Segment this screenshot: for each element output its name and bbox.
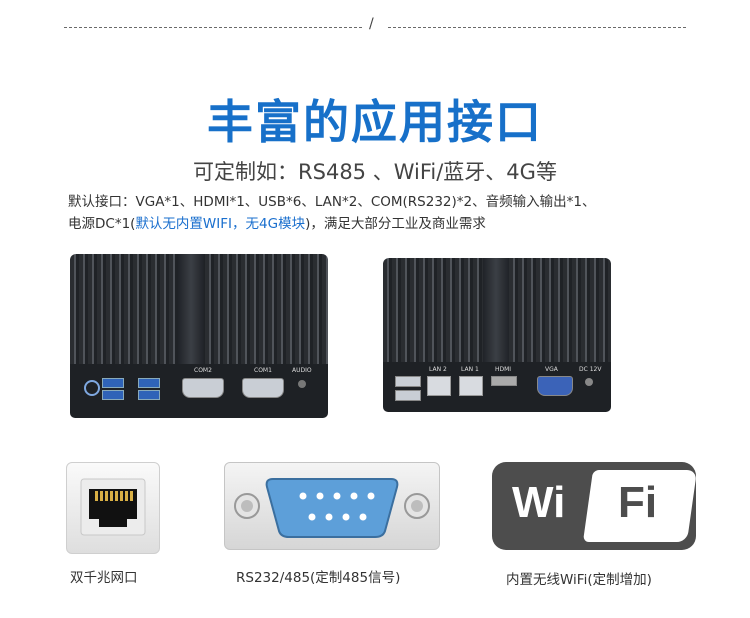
caption-ethernet: 双千兆网口: [70, 570, 138, 586]
description-prefix: 电源DC*1(: [68, 216, 136, 232]
top-divider-left: [64, 27, 362, 28]
caption-serial: RS232/485(定制485信号): [236, 570, 401, 586]
usb-port: [395, 390, 421, 401]
description-line-1: 默认接口：VGA*1、HDMI*1、USB*6、LAN*2、COM(RS232)…: [68, 194, 596, 210]
lan1-label: LAN 1: [461, 366, 479, 373]
com2-serial-port: [182, 378, 224, 398]
hdmi-port: [491, 376, 517, 386]
vga-label: VGA: [545, 366, 558, 373]
usb-port: [138, 378, 160, 388]
heatsink-center-ridge: [178, 254, 204, 364]
dc-jack-icon: [585, 378, 593, 386]
mini-pc-front-left: COM2 COM1 AUDIO: [70, 254, 328, 418]
lan2-port: [427, 376, 451, 396]
wifi-logo-wi: Wi: [512, 478, 566, 527]
front-panel: LAN 2 LAN 1 HDMI VGA DC 12V: [383, 362, 611, 412]
serial-port-graphic: [234, 478, 430, 538]
hdmi-label: HDMI: [495, 366, 512, 373]
audio-jack-icon: [298, 380, 306, 388]
lan1-port: [459, 376, 483, 396]
top-divider-right: [388, 27, 686, 28]
com1-label: COM1: [254, 367, 272, 374]
usb-port: [138, 390, 160, 400]
com2-label: COM2: [194, 367, 212, 374]
audio-label: AUDIO: [292, 367, 312, 374]
description-suffix: )，满足大部分工业及商业需求: [305, 216, 486, 232]
wifi-logo-icon: Wi Fi: [492, 462, 696, 550]
db9-serial-port-icon: [224, 462, 440, 550]
usb-port: [395, 376, 421, 387]
caption-wifi: 内置无线WiFi(定制增加): [506, 572, 652, 588]
page-title: 丰富的应用接口: [207, 95, 543, 149]
front-panel: COM2 COM1 AUDIO: [70, 364, 328, 418]
vga-port: [537, 376, 573, 396]
ethernet-port-icon: [66, 462, 160, 554]
dc-label: DC 12V: [579, 366, 602, 373]
description-line-2: 电源DC*1(默认无内置WIFI，无4G模块)，满足大部分工业及商业需求: [68, 212, 708, 232]
lan2-label: LAN 2: [429, 366, 447, 373]
top-divider-slash: /: [369, 16, 374, 32]
power-button-icon: [84, 380, 100, 396]
usb-port: [102, 390, 124, 400]
page-subtitle: 可定制如：RS485 、WiFi/蓝牙、4G等: [193, 160, 557, 184]
mini-pc-front-right: LAN 2 LAN 1 HDMI VGA DC 12V: [383, 258, 611, 412]
heatsink-center-ridge: [483, 258, 509, 362]
ethernet-port-graphic: [80, 478, 146, 536]
description-highlight: 默认无内置WIFI，无4G模块: [135, 216, 306, 232]
usb-port: [102, 378, 124, 388]
com1-serial-port: [242, 378, 284, 398]
wifi-logo-fi: Fi: [618, 478, 658, 527]
